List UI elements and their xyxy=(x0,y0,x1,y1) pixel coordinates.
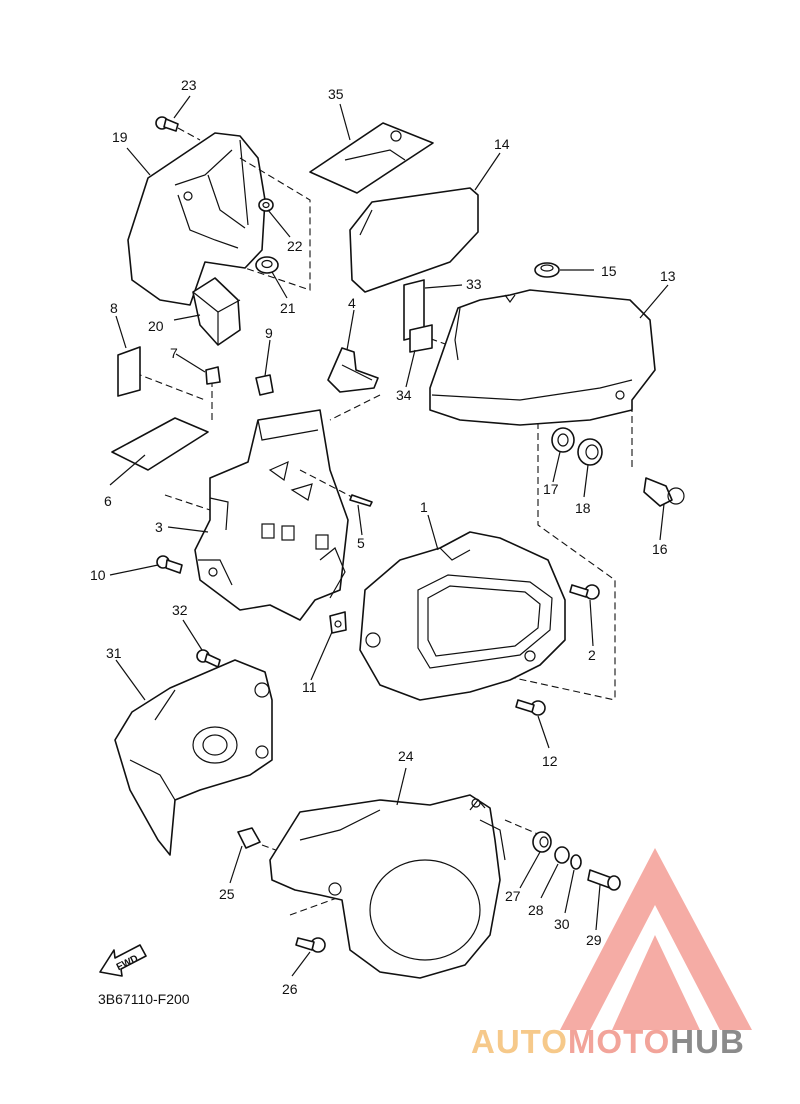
bolt-26 xyxy=(295,937,326,953)
leader-lines xyxy=(109,95,669,977)
pad-8 xyxy=(117,346,141,397)
bolt-10 xyxy=(156,555,183,574)
grommet-21 xyxy=(255,256,279,274)
cap-15 xyxy=(534,262,560,278)
label-5: 5 xyxy=(357,535,365,551)
label-31: 31 xyxy=(106,645,122,661)
watermark-logo: AUTOMOTOHUB xyxy=(471,848,752,1060)
bolt-2 xyxy=(569,584,600,600)
label-26: 26 xyxy=(282,981,298,997)
nut-17 xyxy=(551,427,575,453)
label-10: 10 xyxy=(90,567,106,583)
label-22: 22 xyxy=(287,238,303,254)
label-33: 33 xyxy=(466,276,482,292)
label-23: 23 xyxy=(181,77,197,93)
label-3: 3 xyxy=(155,519,163,535)
label-24: 24 xyxy=(398,748,414,764)
label-30: 30 xyxy=(554,916,570,932)
clip-11 xyxy=(329,611,347,634)
cover-31 xyxy=(114,659,273,856)
label-16: 16 xyxy=(652,541,668,557)
label-7: 7 xyxy=(170,345,178,361)
diagram-code: 3B67110-F200 xyxy=(98,991,190,1007)
watermark-moto: MOTO xyxy=(568,1023,670,1060)
grommet-18 xyxy=(577,438,603,466)
pin-5 xyxy=(299,469,373,507)
label-29: 29 xyxy=(586,932,602,948)
label-32: 32 xyxy=(172,602,188,618)
label-8: 8 xyxy=(110,300,118,316)
panel-14 xyxy=(349,187,479,293)
foam-block-20 xyxy=(192,277,241,346)
airbox-1 xyxy=(359,531,566,701)
label-2: 2 xyxy=(588,647,596,663)
label-20: 20 xyxy=(148,318,164,334)
label-35: 35 xyxy=(328,86,344,102)
label-4: 4 xyxy=(348,295,356,311)
cap-25 xyxy=(237,827,261,849)
sensor-16 xyxy=(643,477,685,507)
label-15: 15 xyxy=(601,263,617,279)
washer-30 xyxy=(570,854,582,870)
sheet-35 xyxy=(309,122,434,194)
part-number-labels: 23 19 35 14 22 21 20 33 15 13 8 4 9 7 34… xyxy=(90,77,676,997)
fwd-arrow-icon: FWD xyxy=(99,944,147,977)
watermark-text: AUTOMOTOHUB xyxy=(471,1023,745,1060)
label-25: 25 xyxy=(219,886,235,902)
label-21: 21 xyxy=(280,300,296,316)
label-18: 18 xyxy=(575,500,591,516)
label-28: 28 xyxy=(528,902,544,918)
label-13: 13 xyxy=(660,268,676,284)
label-17: 17 xyxy=(543,481,559,497)
label-34: 34 xyxy=(396,387,412,403)
watermark-triangle xyxy=(560,848,752,1030)
label-11: 11 xyxy=(302,679,317,695)
clip-9 xyxy=(255,374,274,396)
label-1: 1 xyxy=(420,499,428,515)
grommet-22 xyxy=(258,198,274,212)
label-12: 12 xyxy=(542,753,558,769)
label-6: 6 xyxy=(104,493,112,509)
label-27: 27 xyxy=(505,888,521,904)
pad-7 xyxy=(205,366,221,385)
label-14: 14 xyxy=(494,136,510,152)
bolt-29 xyxy=(587,869,621,891)
bracket-4 xyxy=(327,347,381,421)
bushing-27 xyxy=(532,831,552,853)
cover-24 xyxy=(269,794,506,979)
bolt-32 xyxy=(196,649,221,668)
bolt-12 xyxy=(515,699,546,716)
label-19: 19 xyxy=(112,129,128,145)
bolt-23 xyxy=(155,116,201,141)
tank-13 xyxy=(429,289,656,426)
bracket-3 xyxy=(194,409,349,621)
plate-6 xyxy=(111,417,209,471)
collar-28 xyxy=(554,846,570,864)
watermark-auto: AUTO xyxy=(471,1023,568,1060)
part-side-cover-upper xyxy=(127,132,311,306)
watermark-hub: HUB xyxy=(670,1023,745,1060)
tape-34 xyxy=(409,324,433,353)
label-9: 9 xyxy=(265,325,273,341)
